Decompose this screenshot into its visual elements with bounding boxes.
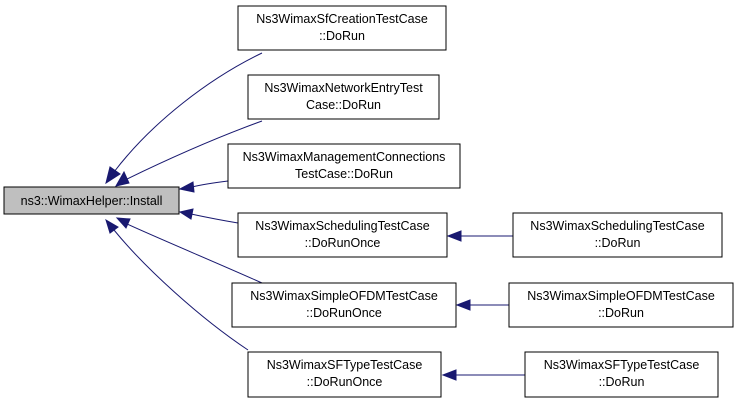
node-sched-once-line2: ::DoRunOnce — [305, 236, 381, 250]
edge-network-entry-to-root — [114, 120, 263, 187]
node-mgmt-conn-line2: TestCase::DoRun — [295, 167, 393, 181]
node-network-entry-line1: Ns3WimaxNetworkEntryTest — [264, 81, 423, 95]
edge-sftype-run-to-sftype-once — [441, 369, 525, 381]
node-sched-once-line1: Ns3WimaxSchedulingTestCase — [255, 219, 429, 233]
node-sftype-dorunonce[interactable]: Ns3WimaxSFTypeTestCase ::DoRunOnce — [247, 351, 442, 398]
node-sf-creation-line1: Ns3WimaxSfCreationTestCase — [256, 12, 428, 26]
node-sched-run-line1: Ns3WimaxSchedulingTestCase — [530, 219, 704, 233]
node-sftype-once-line2: ::DoRunOnce — [307, 375, 383, 389]
edge-mgmt-conn-to-root — [178, 180, 229, 193]
node-ofdm-once-line2: ::DoRunOnce — [306, 306, 382, 320]
edge-sf-creation-to-root — [105, 52, 263, 185]
node-ofdm-dorunonce[interactable]: Ns3WimaxSimpleOFDMTestCase ::DoRunOnce — [231, 282, 457, 328]
node-network-entry-dorun[interactable]: Ns3WimaxNetworkEntryTest Case::DoRun — [247, 74, 440, 120]
edge-ofdm-run-to-ofdm-once — [455, 299, 509, 311]
edge-sched-run-to-sched-once — [446, 230, 513, 242]
edges — [105, 52, 525, 381]
edge-ofdm-once-to-root — [115, 217, 263, 284]
node-ofdm-dorun[interactable]: Ns3WimaxSimpleOFDMTestCase ::DoRun — [508, 282, 734, 328]
node-sftype-run-line2: ::DoRun — [599, 375, 645, 389]
node-root-label: ns3::WimaxHelper::Install — [21, 194, 163, 208]
node-sftype-once-line1: Ns3WimaxSFTypeTestCase — [267, 358, 423, 372]
node-sf-creation-line2: ::DoRun — [319, 29, 365, 43]
node-root[interactable]: ns3::WimaxHelper::Install — [3, 186, 180, 215]
node-mgmt-conn-dorun[interactable]: Ns3WimaxManagementConnections TestCase::… — [227, 143, 461, 189]
node-sf-creation-dorun[interactable]: Ns3WimaxSfCreationTestCase ::DoRun — [237, 5, 447, 51]
node-sched-dorunonce[interactable]: Ns3WimaxSchedulingTestCase ::DoRunOnce — [237, 212, 448, 258]
node-sftype-run-line1: Ns3WimaxSFTypeTestCase — [544, 358, 700, 372]
node-network-entry-line2: Case::DoRun — [306, 98, 381, 112]
node-sched-run-line2: ::DoRun — [595, 236, 641, 250]
node-sftype-dorun[interactable]: Ns3WimaxSFTypeTestCase ::DoRun — [524, 351, 719, 398]
node-mgmt-conn-line1: Ns3WimaxManagementConnections — [243, 150, 446, 164]
node-sched-dorun[interactable]: Ns3WimaxSchedulingTestCase ::DoRun — [512, 212, 723, 258]
node-ofdm-once-line1: Ns3WimaxSimpleOFDMTestCase — [250, 289, 438, 303]
node-ofdm-run-line1: Ns3WimaxSimpleOFDMTestCase — [527, 289, 715, 303]
edge-sftype-once-to-root — [105, 218, 249, 351]
edge-sched-once-to-root — [178, 208, 239, 224]
node-ofdm-run-line2: ::DoRun — [598, 306, 644, 320]
